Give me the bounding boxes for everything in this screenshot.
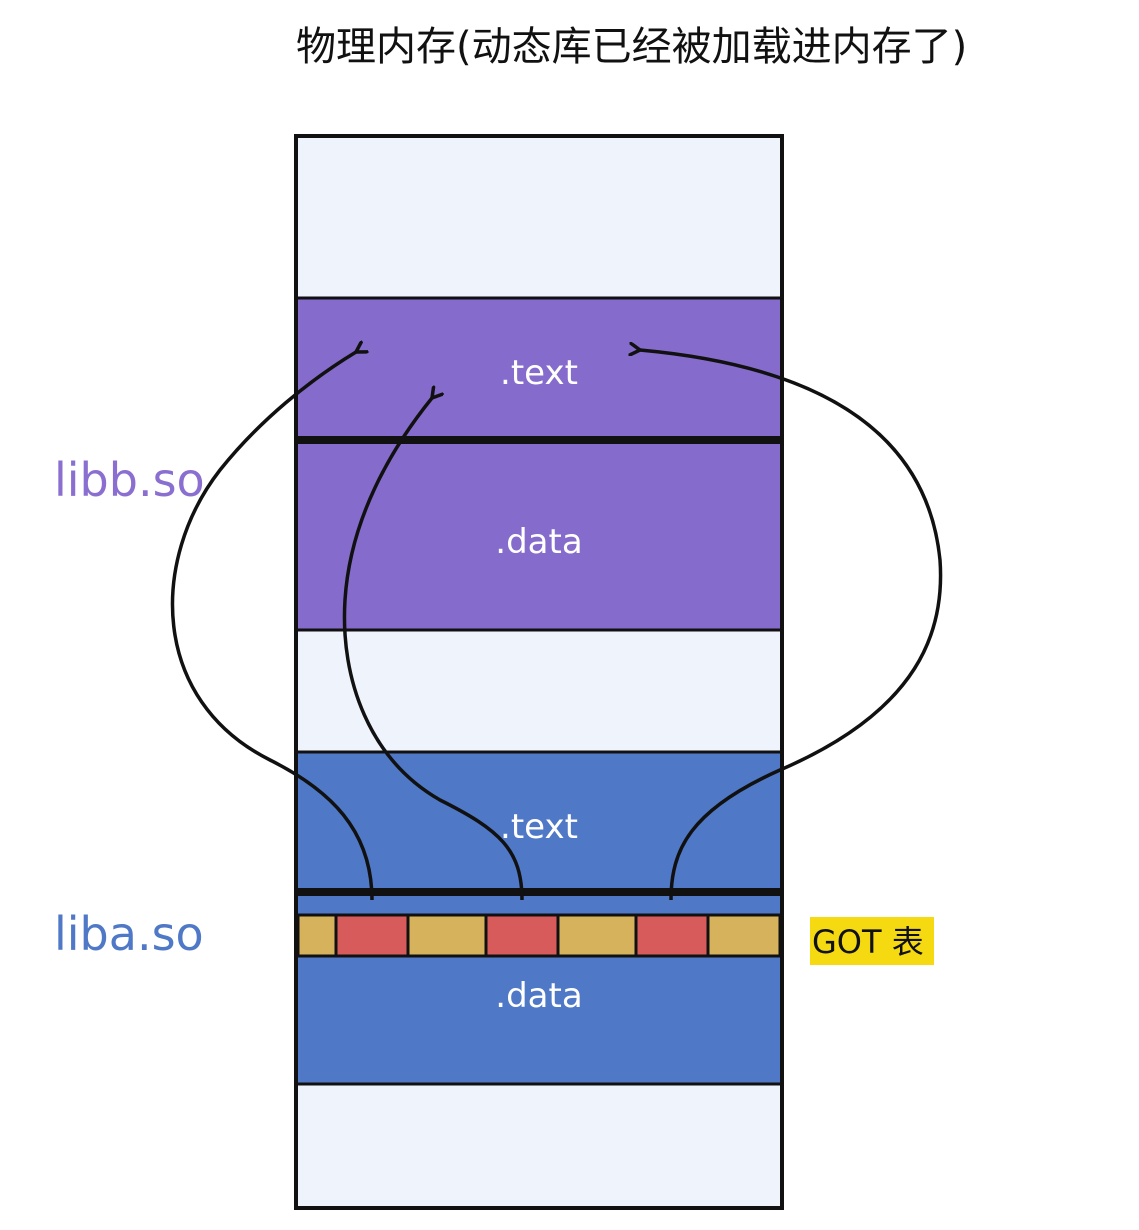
libb-data-section bbox=[296, 441, 782, 630]
memory-free-region-top bbox=[296, 136, 782, 298]
memory-column-border bbox=[294, 134, 784, 1210]
libb-label: libb.so bbox=[54, 453, 205, 507]
got-slot bbox=[296, 913, 338, 958]
libb-text-section bbox=[296, 298, 782, 438]
got-to-libb-arrow-left bbox=[170, 352, 374, 901]
liba-text-label: .text bbox=[500, 807, 578, 847]
got-to-libb-arrow-middle bbox=[342, 398, 524, 901]
liba-data-label: .data bbox=[495, 976, 582, 1016]
got-label-background bbox=[810, 917, 934, 965]
got-label: GOT 表 bbox=[812, 923, 924, 961]
libb-text-label: .text bbox=[500, 353, 578, 393]
got-entry bbox=[484, 913, 560, 958]
got-to-libb-arrow-right bbox=[640, 350, 943, 901]
got-slot bbox=[706, 913, 782, 958]
got-slot bbox=[406, 913, 488, 958]
got-table bbox=[296, 913, 782, 958]
libb-data-label: .data bbox=[495, 522, 582, 562]
got-entry bbox=[634, 913, 710, 958]
memory-free-region-middle bbox=[296, 630, 782, 752]
got-entry bbox=[334, 913, 410, 958]
page-title: 物理内存(动态库已经被加载进内存了) bbox=[296, 24, 967, 70]
liba-label: liba.so bbox=[54, 907, 204, 961]
got-slot bbox=[556, 913, 638, 958]
memory-free-region-bottom bbox=[296, 1084, 782, 1208]
